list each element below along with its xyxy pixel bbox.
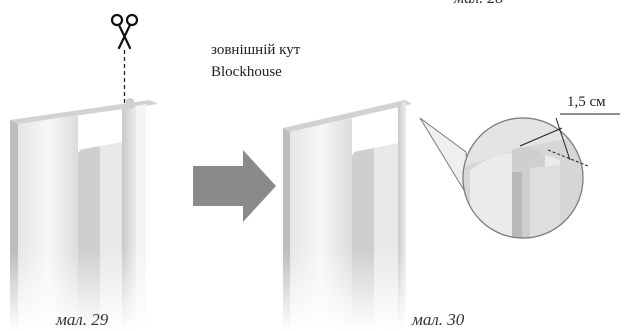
zoom-detail <box>462 117 584 239</box>
profile-left-fade <box>0 250 170 331</box>
label-line-1: зовнішній кут <box>211 42 301 58</box>
arrow-right-icon <box>193 150 276 222</box>
figure-caption-partial: мал. 28 <box>454 0 503 8</box>
profile-left <box>0 98 170 331</box>
profile-left-cut-tab <box>126 98 134 109</box>
figure-caption-30: мал. 30 <box>412 310 465 329</box>
scissors-icon <box>110 13 139 50</box>
dimension-label: 1,5 см <box>567 94 606 110</box>
figure-caption-29: мал. 29 <box>56 310 109 329</box>
profile-right-fade <box>270 250 440 331</box>
profile-left-top-edge <box>10 100 158 124</box>
dimension-marker <box>519 113 620 167</box>
profile-right <box>270 100 440 331</box>
profile-right-top-edge <box>283 100 412 132</box>
zoom-callout-wedge <box>419 117 471 201</box>
label-line-2: Blockhouse <box>211 64 282 80</box>
